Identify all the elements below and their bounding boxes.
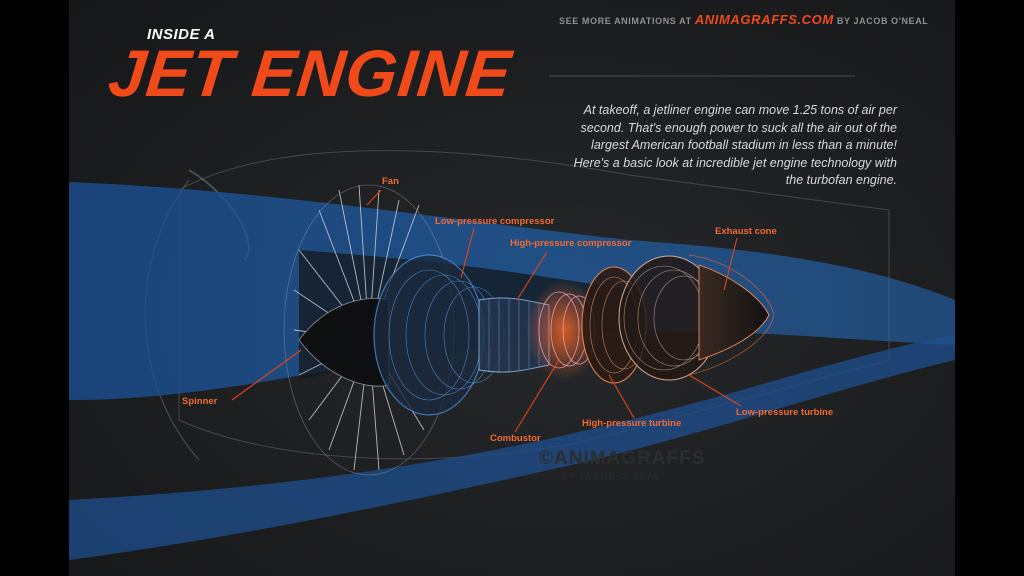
label-high-pressure-compressor: High-pressure compressor [510, 238, 632, 249]
label-fan: Fan [382, 176, 399, 187]
engine-illustration [69, 69, 955, 560]
credit-site-link[interactable]: ANIMAGRAFFS.COM [694, 12, 834, 27]
label-combustor: Combustor [490, 433, 541, 444]
intro-paragraph: At takeoff, a jetliner engine can move 1… [573, 103, 897, 187]
credit-author: BY JACOB O'NEAL [836, 16, 929, 26]
label-low-pressure-turbine: Low-pressure turbine [736, 407, 834, 418]
exhaust-plume [688, 254, 775, 376]
label-low-pressure-compressor: Low-pressure compressor [435, 216, 555, 227]
infographic-panel: SEE MORE ANIMATIONS AT ANIMAGRAFFS.COM B… [69, 0, 955, 576]
leader-combustor [514, 359, 560, 433]
leader-exhaust-cone [723, 237, 738, 291]
leader-lp-compressor [460, 227, 475, 279]
leader-spinner [231, 349, 302, 401]
leader-fan [366, 189, 382, 206]
watermark-byline: BY JACOB O'NEAL [561, 472, 662, 481]
leader-hp-turbine [608, 374, 635, 419]
combustor-glow [526, 280, 602, 380]
credit-prefix: SEE MORE ANIMATIONS AT [559, 16, 692, 26]
credit-line: SEE MORE ANIMATIONS AT ANIMAGRAFFS.COM B… [559, 12, 928, 27]
airflow-lower-band [69, 335, 955, 560]
label-spinner: Spinner [182, 396, 218, 407]
page-subtitle: INSIDE A [147, 26, 216, 43]
label-exhaust-cone: Exhaust cone [715, 226, 777, 237]
lp-compressor [373, 254, 485, 416]
page-title: JET ENGINE [105, 36, 516, 110]
watermark-logo: ©ANIMAGRAFFS [539, 448, 706, 469]
leader-lp-turbine [688, 374, 742, 407]
leader-hp-compressor [516, 251, 548, 301]
leader-lines [231, 189, 742, 433]
label-high-pressure-turbine: High-pressure turbine [582, 418, 682, 429]
airplane-icon [874, 69, 894, 83]
